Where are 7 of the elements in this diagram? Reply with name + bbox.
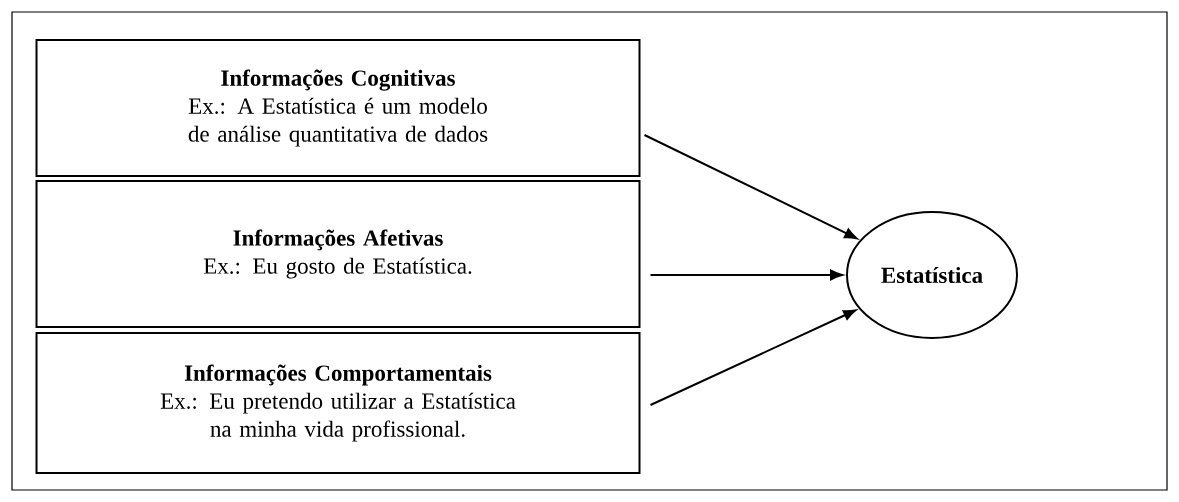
- arrow: [643, 134, 858, 240]
- text-box: Informações Comportamentais Ex.: Eu pretendo utilizar a Estatística na minha vida profissional.: [35, 332, 641, 474]
- ellipse-node: Estatística: [846, 211, 1018, 339]
- text-box: Informações Afetivas Ex.: Eu gosto de Estatística.: [35, 180, 641, 328]
- arrow: [649, 269, 843, 281]
- arrow: [649, 309, 857, 406]
- text-box: Informações Cognitivas Ex.: A Estatística é um modelo de análise quantitativa de dados: [35, 39, 641, 177]
